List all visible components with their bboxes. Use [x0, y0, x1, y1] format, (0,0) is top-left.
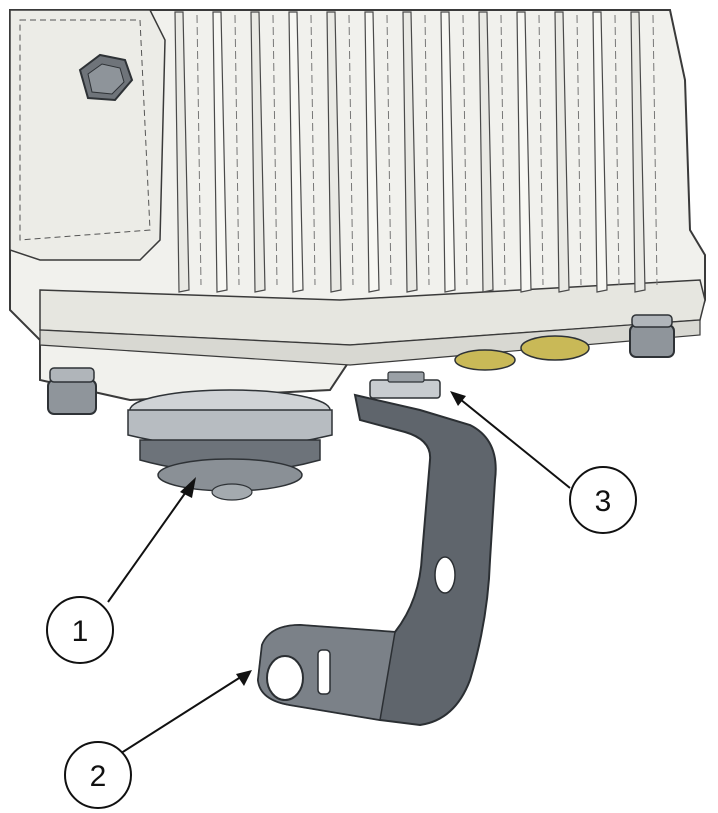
callout-3: 3 — [569, 466, 637, 534]
cooling-fin — [402, 11, 418, 293]
fin-hidden-line — [538, 14, 544, 286]
cooling-fin — [212, 11, 228, 293]
fin-hidden-line — [500, 14, 506, 286]
callout-label-1: 1 — [72, 615, 89, 648]
callout-2: 2 — [64, 741, 132, 809]
fin-hidden-line — [462, 14, 468, 286]
yellow-connectors — [454, 335, 590, 371]
cooling-fin — [478, 11, 494, 293]
leader-arrow-1 — [180, 477, 196, 498]
cooling-fin — [174, 11, 190, 293]
fin-hidden-line — [310, 14, 316, 286]
cooling-fin — [364, 11, 380, 293]
fin-hidden-line — [652, 14, 658, 286]
cooling-fin — [516, 11, 532, 293]
fin-hidden-line — [272, 14, 278, 286]
leader-arrow-3 — [450, 391, 466, 406]
leader-arrow-2 — [236, 670, 252, 686]
leader-lines — [107, 391, 571, 756]
callout-label-2: 2 — [90, 760, 107, 793]
callout-label-3: 3 — [595, 485, 612, 518]
cooling-fin — [440, 11, 456, 293]
leader-line-1 — [107, 481, 194, 603]
bracket-slot — [317, 649, 331, 695]
cooling-fin — [592, 11, 608, 293]
bottom-nut-right — [629, 314, 675, 358]
leader-line-3 — [454, 394, 571, 489]
callout-1: 1 — [46, 596, 114, 664]
bracket-hole — [434, 556, 456, 594]
fin-hidden-line — [196, 14, 202, 286]
fin-hidden-line — [386, 14, 392, 286]
cooling-fin — [288, 11, 304, 293]
fin-hidden-line — [234, 14, 240, 286]
cooling-fins — [174, 11, 658, 293]
leader-line-2 — [117, 672, 248, 756]
fin-hidden-line — [348, 14, 354, 286]
fin-hidden-line — [614, 14, 620, 286]
bracket-fixing-screw — [369, 371, 441, 399]
cooling-fin — [250, 11, 266, 293]
cooling-fin — [554, 11, 570, 293]
bottom-nut-left — [47, 367, 97, 415]
cooling-fin — [326, 11, 342, 293]
fin-hidden-line — [576, 14, 582, 286]
grounding-connector — [127, 389, 333, 501]
mounting-bracket-hole — [266, 655, 304, 701]
hex-bolt — [78, 53, 134, 102]
fin-hidden-line — [424, 14, 430, 286]
cooling-fin — [630, 11, 646, 293]
